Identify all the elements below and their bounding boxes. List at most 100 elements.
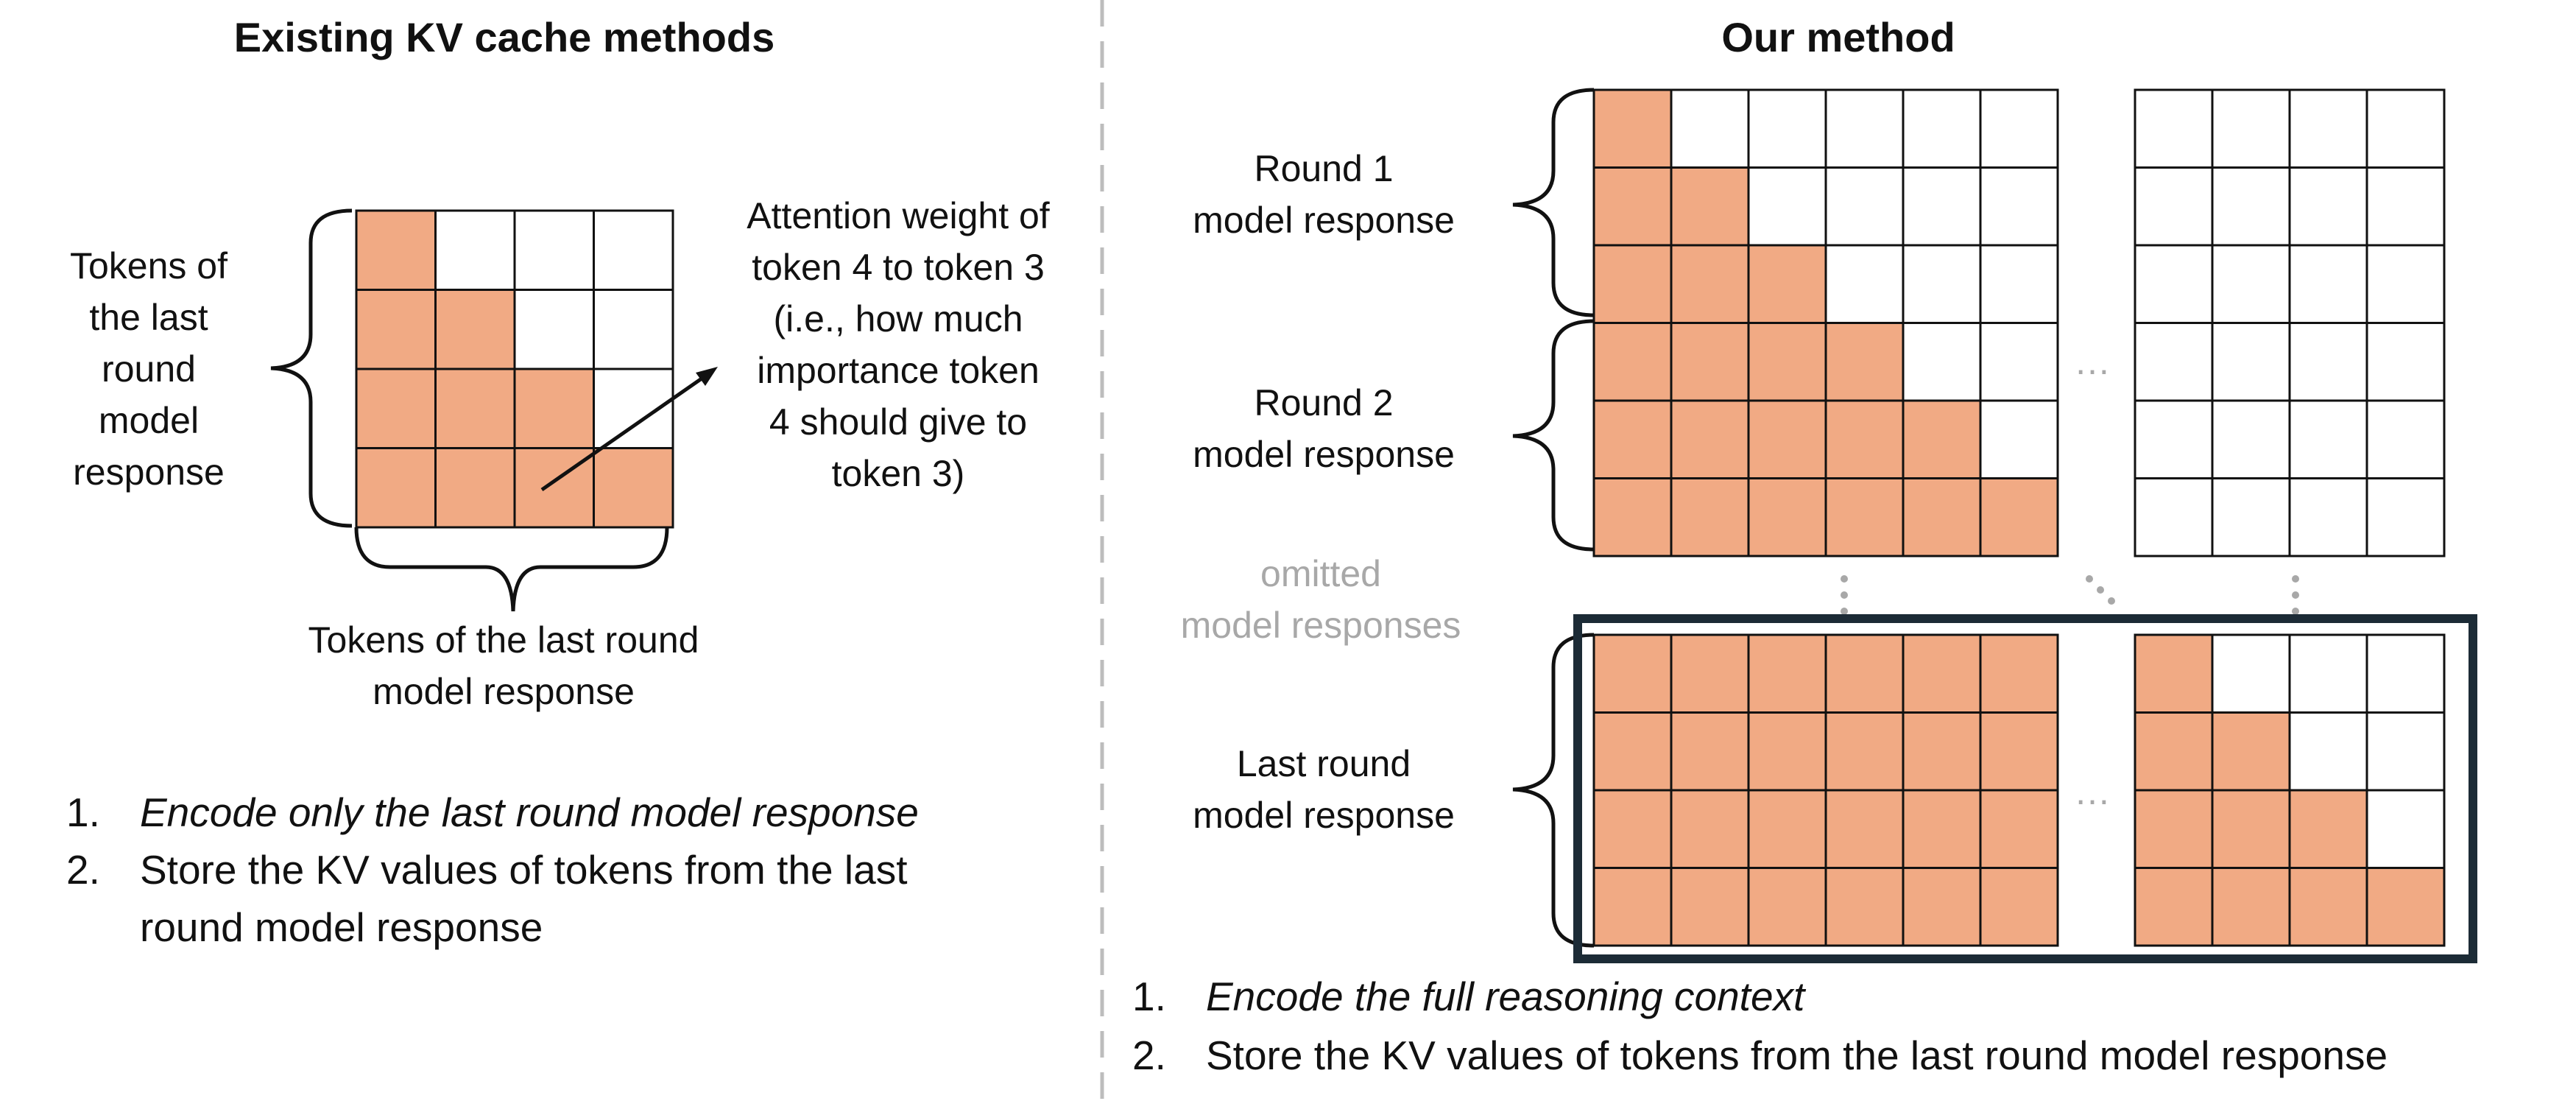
later-rounds-grid-cell [2134, 477, 2214, 557]
last-round-prior-grid-cell [1747, 711, 1827, 792]
last-round-brace [1512, 633, 1595, 948]
early-rounds-grid-cell [1747, 166, 1827, 247]
last-round-prior-grid-cell [1902, 711, 1982, 792]
early-rounds-grid-cell [1747, 244, 1827, 324]
early-rounds-grid-cell [1747, 88, 1827, 169]
step-text: Encode only the last round model respons… [140, 789, 919, 835]
early-rounds-grid-cell [1592, 477, 1673, 557]
step-number: 2. [66, 847, 100, 893]
later-rounds-grid-cell [2211, 477, 2291, 557]
early-rounds-grid-cell [1824, 399, 1905, 479]
early-rounds-grid-cell [1979, 322, 2059, 402]
last-round-self-grid-cell [2211, 633, 2291, 714]
last-round-prior-grid-cell [1824, 633, 1905, 714]
last-round-highlight-box [1573, 614, 2477, 963]
last-round-prior-grid-cell [1747, 789, 1827, 869]
early-rounds-grid-cell [1824, 244, 1905, 324]
step-text: Encode the full reasoning context [1206, 974, 1805, 1019]
left-grid-cell [513, 289, 595, 370]
vertical-ellipsis-right [2292, 575, 2299, 615]
early-rounds-grid-cell [1670, 88, 1750, 169]
left-row-label-line: model [98, 400, 200, 441]
last-round-prior-grid-cell [1670, 867, 1750, 947]
last-round-prior-grid-cell [1824, 789, 1905, 869]
last-round-self-grid-cell [2211, 711, 2291, 792]
last-round-prior-grid-cell [1747, 867, 1827, 947]
round-label-line: Last round [1236, 743, 1411, 784]
early-rounds-grid-cell [1747, 322, 1827, 402]
right-attention-grids [1592, 88, 2446, 947]
right-step-1: 1. Encode the full reasoning context [1132, 968, 1804, 1025]
later-rounds-grid-cell [2288, 88, 2368, 169]
left-row-label-line: the last [89, 297, 208, 338]
early-rounds-grid-cell [1979, 88, 2059, 169]
step-text-continued: round model response [140, 904, 543, 950]
later-rounds-grid-cell [2288, 166, 2368, 247]
last-round-prior-grid-cell [1979, 633, 2059, 714]
early-rounds-grid-cell [1979, 399, 2059, 479]
left-grid-cell [355, 209, 437, 291]
horizontal-ellipsis-top: … [2074, 341, 2111, 382]
attention-note-line: (i.e., how much [773, 298, 1023, 340]
attention-note-line: importance token [757, 350, 1040, 391]
round2-label: Round 2 model response [1193, 377, 1455, 480]
early-rounds-grid-cell [1902, 88, 1982, 169]
later-rounds-grid-cell [2134, 166, 2214, 247]
later-rounds-grid-cell [2288, 477, 2368, 557]
early-rounds-grid-cell [1670, 244, 1750, 324]
last-round-self-grid-cell [2288, 867, 2368, 947]
later-rounds-grid-cell [2211, 166, 2291, 247]
left-grid-cell [434, 447, 516, 529]
last-round-self-grid-cell [2211, 867, 2291, 947]
last-round-self-grid-cell [2134, 633, 2214, 714]
attention-note-line: Attention weight of [747, 195, 1050, 236]
round2-brace [1512, 319, 1595, 552]
last-round-prior-grid-cell [1592, 867, 1673, 947]
early-rounds-grid-cell [1670, 399, 1750, 479]
left-grid-cell [355, 367, 437, 449]
attention-arrow [540, 370, 713, 492]
last-round-prior-grid-cell [1824, 711, 1905, 792]
last-round-self-grid-cell [2365, 789, 2446, 869]
later-rounds-grid-cell [2134, 88, 2214, 169]
right-step-2: 2.Store the KV values of tokens from the… [1132, 1027, 2388, 1084]
vertical-ellipsis-left [1841, 575, 1848, 615]
early-rounds-grid-cell [1902, 399, 1982, 479]
left-row-label-line: response [73, 451, 225, 493]
left-col-label-line: model response [373, 671, 635, 712]
later-rounds-grid-cell [2288, 399, 2368, 479]
last-round-prior-grid-cell [1979, 711, 2059, 792]
attention-note-line: token 3) [831, 453, 965, 494]
early-rounds-grid-cell [1747, 399, 1827, 479]
left-grid-cell [355, 447, 437, 529]
left-grid-cell [434, 209, 516, 291]
omitted-label-line: model responses [1180, 605, 1461, 646]
step-number: 1. [1132, 974, 1166, 1019]
early-rounds-grid-cell [1592, 244, 1673, 324]
left-col-label: Tokens of the last round model response [308, 614, 699, 717]
later-rounds-grid-cell [2365, 399, 2446, 479]
round-label-line: Round 2 [1254, 382, 1394, 423]
last-round-self-grid-cell [2288, 711, 2368, 792]
last-round-prior-grid-cell [1592, 633, 1673, 714]
left-row-label-line: round [102, 348, 196, 390]
attention-note: Attention weight of token 4 to token 3 (… [747, 190, 1049, 499]
left-grid-cell [355, 289, 437, 370]
early-rounds-grid-cell [1592, 399, 1673, 479]
later-rounds-grid-cell [2365, 166, 2446, 247]
last-round-prior-grid-cell [1979, 789, 2059, 869]
last-round-prior-grid-cell [1592, 711, 1673, 792]
last-round-self-grid-cell [2288, 789, 2368, 869]
early-rounds-grid-cell [1670, 322, 1750, 402]
early-rounds-grid-cell [1747, 477, 1827, 557]
later-rounds-grid-cell [2211, 244, 2291, 324]
later-rounds-grid-cell [2365, 477, 2446, 557]
early-rounds-grid-cell [1592, 88, 1673, 169]
last-round-prior-grid-cell [1747, 633, 1827, 714]
left-row-label-line: Tokens of [69, 245, 228, 286]
early-rounds-grid-cell [1670, 166, 1750, 247]
left-col-brace [354, 527, 669, 612]
step-text: Store the KV values of tokens from the l… [1206, 1033, 2388, 1078]
